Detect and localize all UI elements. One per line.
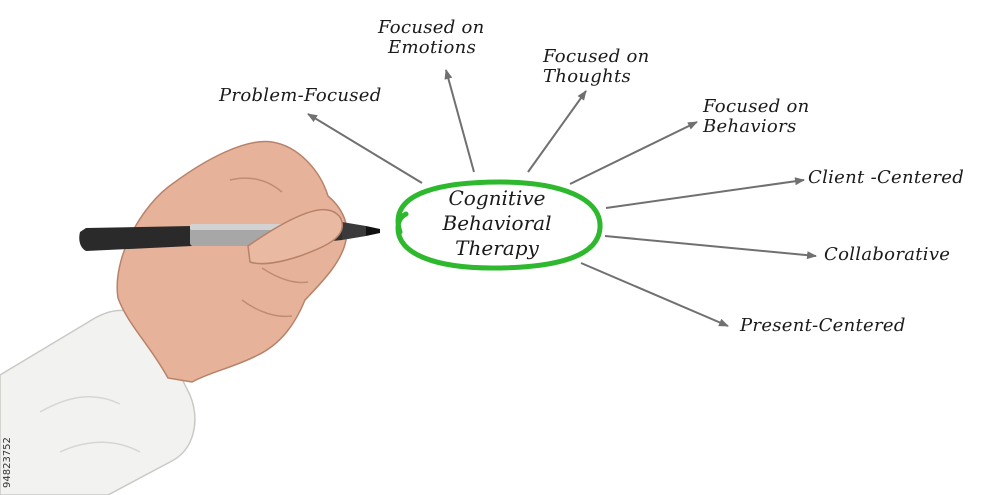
label-focused-on-thoughts: Focused on Thoughts xyxy=(543,47,650,87)
center-line-3: Therapy xyxy=(455,236,539,260)
label-focused-on-emotions: Focused on Emotions xyxy=(378,18,485,58)
label-emotions-line-2: Emotions xyxy=(388,37,477,58)
label-collaborative: Collaborative xyxy=(824,244,951,265)
label-client-centered: Client -Centered xyxy=(808,167,965,188)
hand xyxy=(116,140,348,383)
shirt-sleeve xyxy=(0,309,196,495)
stock-id-text: 94823752 xyxy=(2,388,14,488)
label-present-centered: Present-Centered xyxy=(740,315,906,336)
center-ring xyxy=(395,179,603,271)
center-line-2: Behavioral xyxy=(442,211,552,235)
label-thoughts-line-1: Focused on xyxy=(543,46,650,67)
label-behaviors-line-1: Focused on xyxy=(703,96,810,117)
arrow-behaviors xyxy=(569,121,698,185)
arrow-emotions xyxy=(444,69,475,173)
arrow-problem-focused xyxy=(307,113,423,184)
arrow-thoughts xyxy=(527,90,587,173)
arrow-present-centered xyxy=(580,262,729,327)
label-thoughts-line-2: Thoughts xyxy=(543,66,632,87)
label-emotions-line-1: Focused on xyxy=(378,17,485,38)
arrow-client-centered xyxy=(605,177,805,209)
center-line-1: Cognitive xyxy=(448,186,546,210)
label-problem-focused: Problem-Focused xyxy=(219,85,382,106)
label-behaviors-line-2: Behaviors xyxy=(703,116,797,137)
thumb xyxy=(247,208,343,265)
center-title: Cognitive Behavioral Therapy xyxy=(402,186,592,261)
label-focused-on-behaviors: Focused on Behaviors xyxy=(703,97,810,137)
arrow-collaborative xyxy=(604,235,817,260)
stock-id-value: 94823752 xyxy=(2,437,13,488)
